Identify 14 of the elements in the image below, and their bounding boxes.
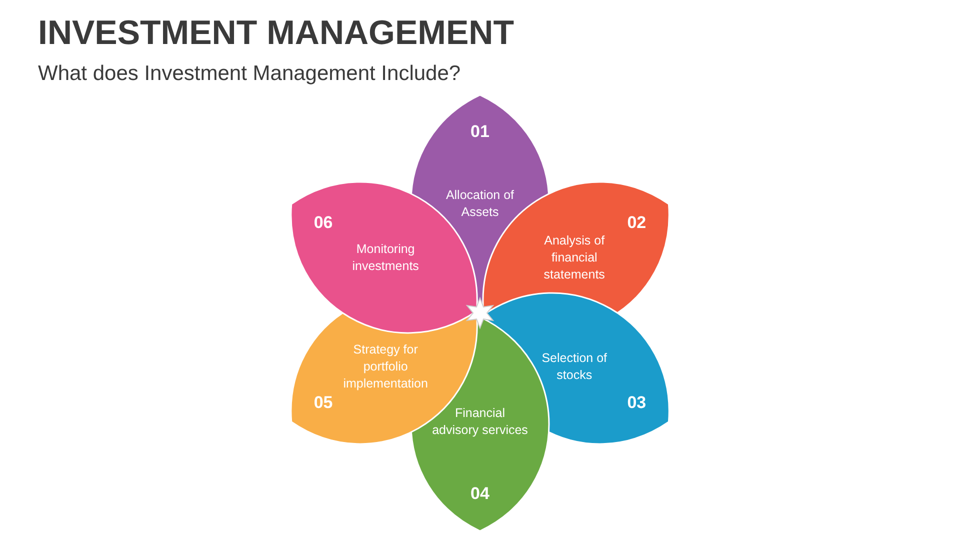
petal-label: Allocation of Assets <box>444 187 516 221</box>
petal-label: Monitoring investments <box>351 242 420 276</box>
step-number: 01 <box>470 122 490 142</box>
subtitle: What does Investment Management Include? <box>38 62 461 86</box>
petal-label: Selection of stocks <box>540 350 608 384</box>
step-number: 05 <box>314 393 333 414</box>
petal-label: Analysis of financial statements <box>542 233 606 284</box>
step-number: 02 <box>627 212 646 233</box>
petal-label: Financial advisory services <box>431 405 529 439</box>
step-number: 04 <box>470 484 490 504</box>
step-number: 06 <box>314 212 333 233</box>
step-number: 03 <box>627 393 646 414</box>
petal-label: Strategy for portfolio implementation <box>342 342 429 393</box>
title: INVESTMENT MANAGEMENT <box>38 14 514 53</box>
